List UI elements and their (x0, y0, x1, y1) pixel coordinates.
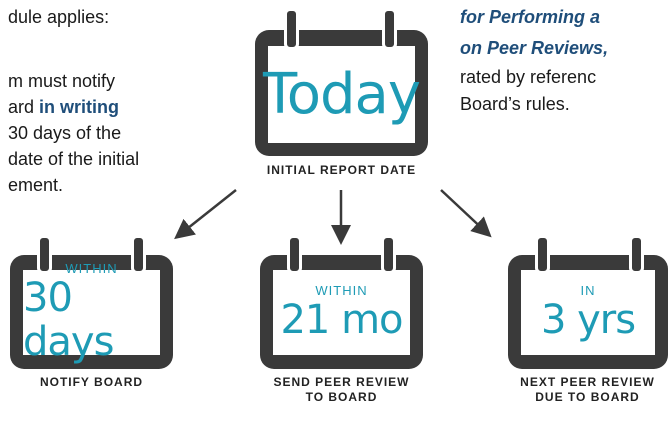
notify-within-label: WITHIN (65, 260, 118, 276)
today-calendar-icon: Today (255, 8, 428, 156)
next-peer-review-caption: NEXT PEER REVIEW DUE TO BOARD (505, 375, 670, 405)
send-caption-line-1: SEND PEER REVIEW (273, 375, 410, 389)
right-text-line-3: rated by referenc (460, 67, 597, 87)
left-text-line-5: date of the initial (8, 149, 140, 169)
send-duration: 21 mo (280, 296, 403, 343)
left-text-line-6: ement. (8, 175, 64, 195)
left-text-line-2: m must notify (8, 71, 116, 91)
today-label: Today (263, 61, 421, 127)
notify-board-caption: NOTIFY BOARD (39, 375, 144, 389)
arrow-to-notify (174, 189, 237, 240)
left-text-line-3-plain: ard (8, 97, 40, 117)
arrow-to-next (440, 189, 492, 238)
next-caption-line-2: DUE TO BOARD (535, 390, 640, 404)
next-caption-line-1: NEXT PEER REVIEW (520, 375, 655, 389)
left-text-line-3: ard in writing (8, 96, 119, 119)
send-caption-line-2: TO BOARD (305, 390, 378, 404)
next-in-label: IN (580, 282, 596, 298)
left-text-line-1: dule applies: (8, 7, 110, 27)
send-within-label: WITHIN (315, 282, 368, 298)
in-writing-emphasis: in writing (39, 97, 120, 117)
right-text-line-4: Board’s rules. (460, 94, 570, 114)
next-duration: 3 yrs (540, 296, 636, 343)
send-peer-review-caption: SEND PEER REVIEW TO BOARD (240, 375, 443, 405)
notify-duration: 30 days (23, 274, 114, 365)
right-text-line-1: for Performing a (460, 7, 601, 27)
next-calendar-icon: IN 3 yrs (508, 235, 668, 369)
send-calendar-icon: WITHIN 21 mo (260, 235, 423, 369)
notify-calendar-icon: WITHIN 30 days (10, 235, 173, 369)
left-text-line-4: 30 days of the (8, 123, 122, 143)
right-text-line-2: on Peer Reviews, (460, 38, 609, 58)
initial-report-date-caption: INITIAL REPORT DATE (266, 163, 417, 177)
